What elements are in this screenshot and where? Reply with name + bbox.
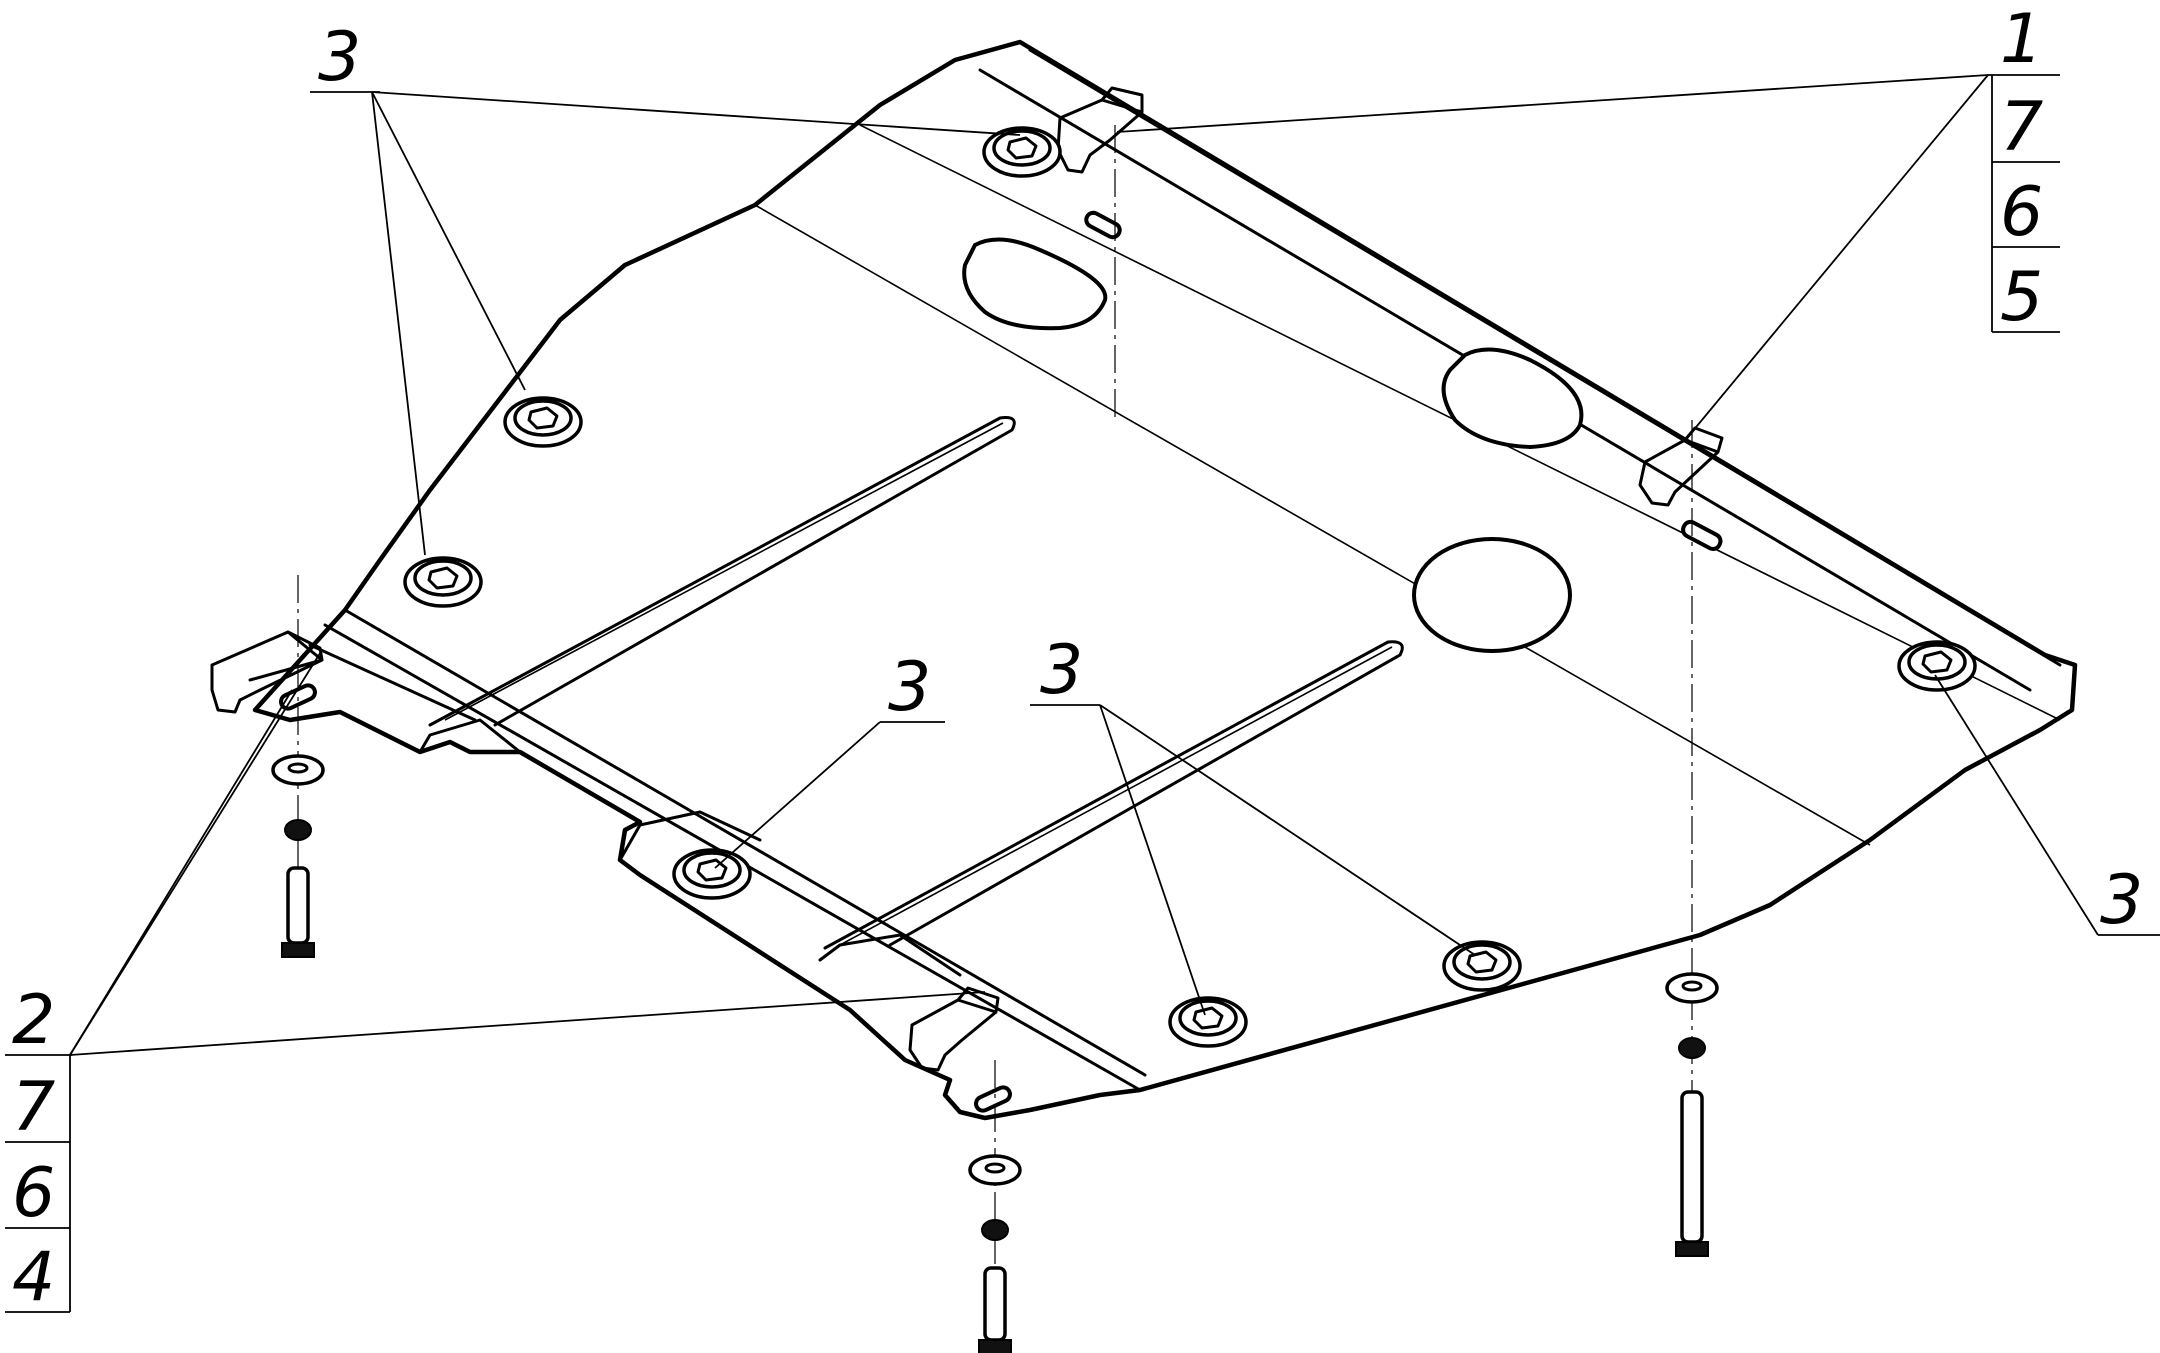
callout-bottom-left: 2 7 6 4 xyxy=(5,981,72,1317)
front-tab-1 xyxy=(418,718,522,754)
captive-nut xyxy=(1442,940,1522,992)
washer xyxy=(968,1154,1022,1186)
leader xyxy=(1099,704,1206,1016)
rib-left-inner xyxy=(444,422,1004,721)
rib-left xyxy=(428,416,1016,727)
callout-label: 3 xyxy=(1040,631,1083,710)
leader xyxy=(714,721,881,869)
bolt xyxy=(978,1266,1012,1353)
captive-nut xyxy=(1168,996,1248,1048)
leader xyxy=(371,91,426,556)
front-tab-3 xyxy=(818,933,962,977)
captive-nut xyxy=(982,126,1062,178)
callout-label: 2 xyxy=(12,981,55,1060)
callout-top-right: 1 7 6 5 xyxy=(1988,0,2060,337)
callout-label: 5 xyxy=(2000,258,2043,337)
leader xyxy=(371,91,1021,136)
nut xyxy=(284,819,312,841)
skid-plate xyxy=(252,39,2078,1121)
rib-right xyxy=(823,640,1404,950)
bracket-left xyxy=(210,630,324,714)
callout-label: 1 xyxy=(2000,0,2043,79)
washer xyxy=(1665,972,1719,1004)
bend-line-2 xyxy=(754,204,1871,846)
slot xyxy=(1681,519,1723,551)
leader xyxy=(1691,74,1989,433)
leader xyxy=(1099,704,1476,956)
service-hole-right xyxy=(1441,347,1584,450)
fastener-stack xyxy=(271,754,325,958)
bolt xyxy=(281,866,315,958)
bolt xyxy=(1675,1090,1709,1257)
service-hole-center xyxy=(1412,537,1572,653)
leader-lines xyxy=(69,74,2160,1056)
service-hole-top xyxy=(962,237,1108,331)
front-tab-2 xyxy=(618,810,762,862)
callout-label: 6 xyxy=(12,1154,55,1233)
leader xyxy=(69,991,986,1056)
fastener-stack xyxy=(968,1154,1022,1353)
leader xyxy=(371,91,526,391)
leader xyxy=(1116,74,1989,133)
leader xyxy=(1934,674,2099,936)
fastener-stack xyxy=(1665,972,1719,1257)
callout-label: 3 xyxy=(2100,861,2143,940)
captive-nut xyxy=(403,556,483,608)
callout-label: 6 xyxy=(2000,173,2043,252)
callout-label: 7 xyxy=(2000,88,2043,167)
rib-right-inner xyxy=(839,646,1393,946)
captive-nut xyxy=(672,848,752,900)
plate-outline xyxy=(252,39,2078,1121)
brackets xyxy=(210,86,1724,1072)
captive-nut xyxy=(503,396,583,448)
front-lip xyxy=(308,608,1147,1092)
washer xyxy=(271,754,325,786)
slot xyxy=(1084,210,1122,240)
captive-nuts xyxy=(403,126,1977,1048)
callout-label: 3 xyxy=(318,18,361,97)
leader xyxy=(69,649,323,1056)
fastener-stacks xyxy=(271,754,1719,1353)
callout-label: 3 xyxy=(888,648,931,727)
nut xyxy=(981,1219,1009,1241)
slot xyxy=(974,1085,1012,1113)
callout-label: 7 xyxy=(12,1068,55,1147)
nut xyxy=(1678,1037,1706,1059)
bracket-top xyxy=(1056,86,1144,174)
callout-label: 4 xyxy=(12,1238,55,1317)
bracket-bottom xyxy=(908,986,1000,1072)
captive-nut xyxy=(1897,640,1977,692)
